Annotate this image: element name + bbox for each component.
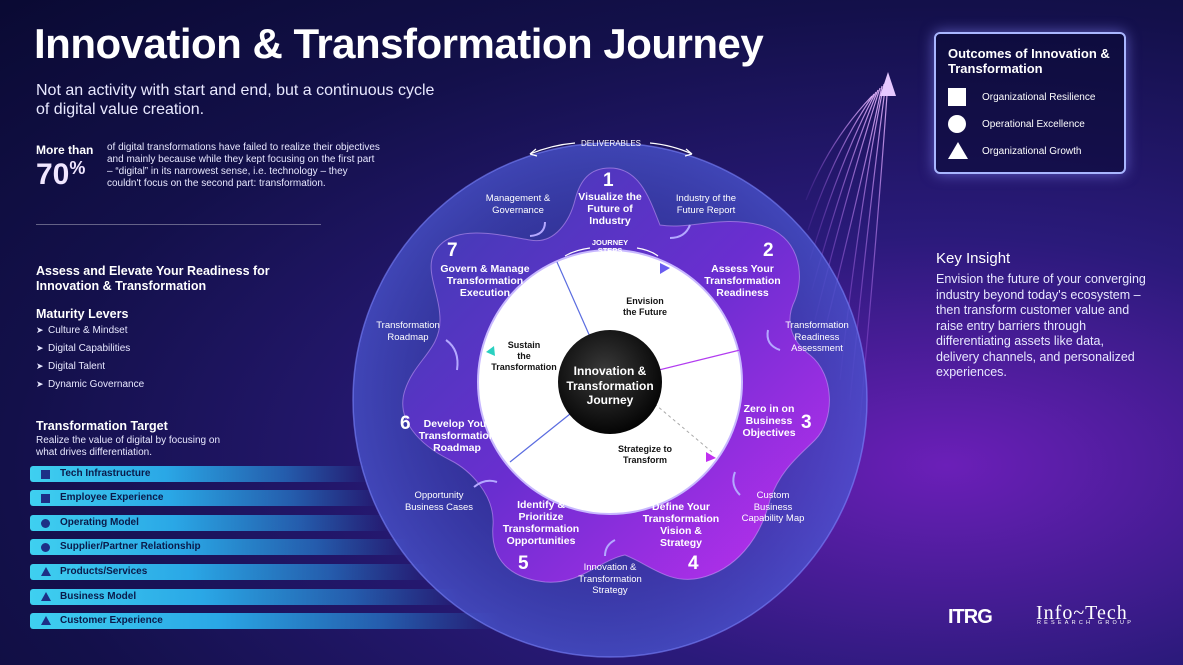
step-number-2: 2 (763, 240, 774, 261)
step-number-7: 7 (447, 240, 458, 261)
chevron-right-icon: ➤ (36, 325, 44, 335)
assess-title: Assess and Elevate Your Readiness for In… (36, 264, 270, 293)
deliverable-arrow-icon (529, 221, 546, 237)
target-bar-tech-infrastructure: Tech Infrastructure (30, 466, 370, 482)
page-title: Innovation & Transformation Journey (34, 20, 764, 67)
deliverables-arrow-left (529, 142, 576, 155)
journey-steps-label: JOURNEY STEPS (591, 238, 629, 255)
deliverable-arrow-icon (473, 479, 498, 488)
triangle-icon (41, 592, 51, 601)
key-insight-title: Key Insight (936, 250, 1011, 267)
divider (36, 224, 321, 225)
triangle-icon (948, 142, 968, 159)
transformation-target-title: Transformation Target (36, 419, 168, 433)
infotech-logo: Info~Tech (1036, 602, 1128, 624)
center-circle (558, 330, 662, 434)
stat-description: of digital transformations have failed t… (107, 142, 380, 189)
chevron-right-icon: ➤ (36, 343, 44, 353)
outcome-item: Organizational Resilience (982, 92, 1096, 103)
chevron-right-icon: ➤ (36, 379, 44, 389)
stat-value: 70% (36, 158, 85, 192)
step-number-5: 5 (518, 553, 529, 574)
target-bar-supplier-partner: Supplier/Partner Relationship (30, 539, 410, 555)
lever-item: ➤Culture & Mindset (36, 325, 128, 336)
deliverable-arrow-icon (669, 224, 691, 239)
triangle-icon (41, 616, 51, 625)
target-bar-products-services: Products/Services (30, 564, 430, 580)
upward-arrow-icon (880, 72, 896, 96)
lever-item: ➤Digital Talent (36, 361, 106, 372)
target-bar-operating-model: Operating Model (30, 515, 390, 531)
diagram-center-label: Innovation & Transformation Journey (566, 364, 654, 407)
outcomes-title: Outcomes of Innovation & Transformation (948, 46, 1110, 76)
triangle-icon (41, 567, 51, 576)
deliverable-arrow-icon (732, 471, 741, 496)
stat-unit: % (69, 158, 86, 178)
stat-number: 70 (36, 158, 70, 191)
itrg-logo: ITRG (948, 606, 993, 628)
step-number-1: 1 (603, 170, 614, 191)
lever-item: ➤Dynamic Governance (36, 379, 145, 390)
dashed-line (649, 399, 713, 453)
stat-prefix: More than (36, 143, 94, 157)
arrow-icon (706, 452, 716, 462)
square-icon (948, 88, 966, 106)
key-insight-text: Envision the future of your converging i… (936, 272, 1146, 379)
target-bar-customer-experience: Customer Experience (30, 613, 500, 629)
deliverables-arrow-right (649, 142, 693, 155)
circle-icon (41, 519, 50, 528)
deliverable-arrow-icon (445, 339, 459, 371)
step-number-3: 3 (801, 412, 812, 433)
page-subtitle: Not an activity with start and end, but … (36, 82, 435, 118)
chevron-right-icon: ➤ (36, 361, 44, 371)
outcomes-panel: Outcomes of Innovation & Transformation … (934, 32, 1126, 174)
maturity-levers-title: Maturity Levers (36, 307, 129, 321)
circle-icon (41, 543, 50, 552)
step-number-4: 4 (688, 553, 699, 574)
research-group-label: RESEARCH GROUP (1037, 620, 1135, 626)
transformation-target-subtitle: Realize the value of digital by focusing… (36, 435, 221, 458)
deliverable-governance: Management &Governance (485, 193, 551, 216)
deliverable-arrow-icon (604, 539, 616, 557)
step-number-6: 6 (400, 413, 411, 434)
square-icon (41, 470, 50, 479)
target-bar-business-model: Business Model (30, 589, 460, 605)
target-bar-employee-experience: Employee Experience (30, 490, 380, 506)
outcome-item: Operational Excellence (982, 119, 1085, 130)
circle-icon (948, 115, 966, 133)
deliverables-label: DELIVERABLES (580, 139, 642, 148)
deliverable-arrow-icon (766, 329, 781, 351)
arrow-icon (486, 346, 495, 356)
lever-item: ➤Digital Capabilities (36, 343, 131, 354)
square-icon (41, 494, 50, 503)
arrow-icon (660, 263, 670, 274)
outcome-item: Organizational Growth (982, 146, 1082, 157)
